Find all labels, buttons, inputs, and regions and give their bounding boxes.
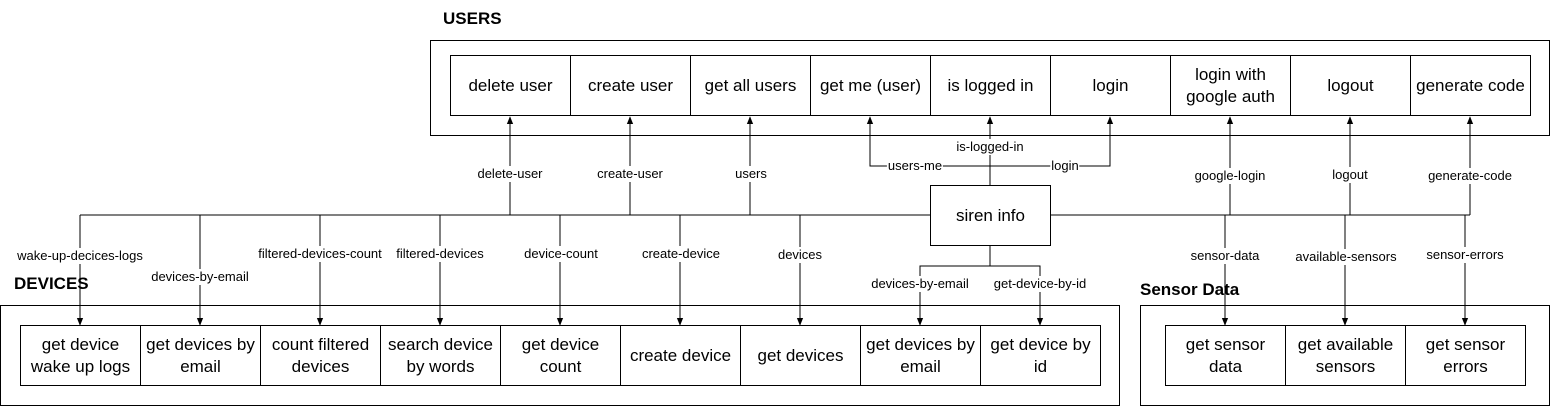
node-create-user[interactable]: create user [570,55,691,116]
edge-label-logout: logout [1331,167,1369,183]
sensors-group-frame [1140,305,1550,406]
node-search-device-by-words[interactable]: search device by words [380,325,501,386]
node-count-filtered-devices[interactable]: count filtered devices [260,325,381,386]
node-get-sensor-errors[interactable]: get sensor errors [1405,325,1526,386]
sensors-group-title: Sensor Data [1140,280,1240,299]
node-create-device[interactable]: create device [620,325,741,386]
edge-label-sensor-errors: sensor-errors [1425,247,1505,263]
node-login-google[interactable]: login with google auth [1170,55,1291,116]
node-get-sensor-data[interactable]: get sensor data [1165,325,1286,386]
edge-label-devices-by-email-left: devices-by-email [150,269,250,285]
node-get-device-wake-up-logs[interactable]: get device wake up logs [20,325,141,386]
node-generate-code[interactable]: generate code [1410,55,1531,116]
edge-label-delete-user: delete-user [476,166,544,182]
users-group-title: USERS [443,9,502,28]
edge-label-users-me: users-me [886,158,944,174]
node-get-all-users[interactable]: get all users [690,55,811,116]
edge-login [990,116,1114,167]
devices-group-frame [0,305,1120,406]
node-get-available-sensors[interactable]: get available sensors [1285,325,1406,386]
node-siren-info[interactable]: siren info [930,185,1051,246]
edge-label-generate-code: generate-code [1427,168,1513,184]
edge-label-get-device-by-id: get-device-by-id [992,276,1088,292]
node-get-devices-by-email-left[interactable]: get devices by email [140,325,261,386]
edge-label-is-logged-in: is-logged-in [955,139,1025,155]
node-get-devices[interactable]: get devices [740,325,861,386]
edge-label-devices-by-email-right: devices-by-email [870,276,970,292]
edge-label-login: login [1050,158,1080,174]
node-delete-user[interactable]: delete user [450,55,571,116]
edge-label-device-count: device-count [523,246,599,262]
edge-label-users: users [734,166,768,182]
edge-label-filtered-devices-count: filtered-devices-count [257,246,383,262]
users-group-frame [430,40,1550,136]
devices-group-title: DEVICES [14,274,89,293]
node-login[interactable]: login [1050,55,1171,116]
edge-label-google-login: google-login [1193,168,1267,184]
edge-label-create-device: create-device [640,246,722,262]
node-get-devices-by-email-right[interactable]: get devices by email [860,325,981,386]
edge-label-wake-up-logs: wake-up-decices-logs [16,248,144,264]
edge-label-available-sensors: available-sensors [1294,249,1398,265]
node-is-logged-in[interactable]: is logged in [930,55,1051,116]
node-get-device-count[interactable]: get device count [500,325,621,386]
edge-label-devices: devices [776,247,824,263]
edge-label-create-user: create-user [596,166,664,182]
node-get-device-by-id[interactable]: get device by id [980,325,1101,386]
edge-label-sensor-data: sensor-data [1189,248,1261,264]
node-logout[interactable]: logout [1290,55,1411,116]
node-get-me[interactable]: get me (user) [810,55,931,116]
edge-devices-by-email-right [916,245,991,326]
edge-label-filtered-devices: filtered-devices [395,246,485,262]
